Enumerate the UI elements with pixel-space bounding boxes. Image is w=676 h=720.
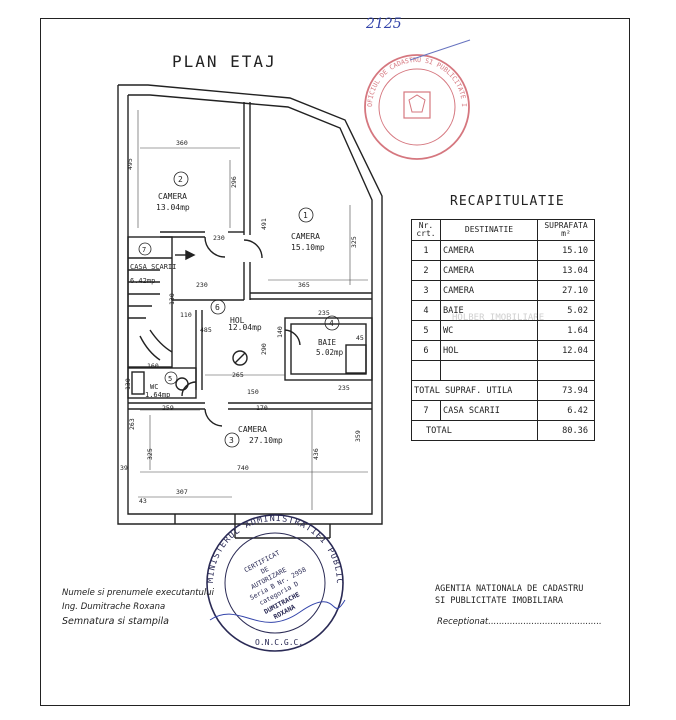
- svg-text:3: 3: [229, 436, 234, 445]
- engineer-name: Ing. Dumitrache Roxana: [62, 602, 166, 612]
- dim-label: 307: [176, 488, 188, 496]
- recap-title: RECAPITULATIE: [450, 194, 565, 209]
- dim-label: 140: [276, 326, 284, 338]
- svg-text:WC: WC: [150, 383, 158, 391]
- room-4-label: 4 BAIE 5.02mp: [316, 315, 344, 357]
- svg-text:6.42mp: 6.42mp: [130, 277, 155, 285]
- outer-wall: [117, 84, 383, 525]
- signature-label: Semnatura si stampila: [62, 616, 169, 627]
- dim-label: 265: [232, 371, 244, 379]
- svg-text:4: 4: [329, 319, 334, 328]
- svg-text:OFICIUL DE CADASTRU SI PUBLICI: OFICIUL DE CADASTRU SI PUBLICITATE IMOBI…: [0, 0, 468, 107]
- dim-label: 43: [139, 497, 147, 505]
- dim-label: 150: [247, 388, 259, 396]
- dim-label: 130: [124, 378, 132, 390]
- svg-text:15.10mp: 15.10mp: [291, 243, 325, 252]
- dim-label: 325: [146, 448, 154, 460]
- svg-text:CAMERA: CAMERA: [291, 232, 320, 241]
- dim-label: 110: [180, 311, 192, 319]
- dim-label: 259: [162, 404, 174, 412]
- dim-label: 39: [120, 464, 128, 472]
- dim-label: 170: [256, 404, 268, 412]
- svg-text:O.N.C.G.C.: O.N.C.G.C.: [255, 638, 303, 647]
- executant-label: Numele si prenumele executantului: [62, 588, 215, 598]
- dim-label: 235: [338, 384, 350, 392]
- svg-text:2: 2: [178, 175, 183, 184]
- dim-label: 235: [318, 309, 330, 317]
- dim-label: 230: [213, 234, 225, 242]
- plan-title: PLAN ETAJ: [172, 52, 277, 71]
- dim-label: 290: [260, 343, 268, 355]
- svg-text:CAMERA: CAMERA: [238, 425, 267, 434]
- dim-label: 130: [168, 293, 176, 305]
- svg-text:5: 5: [168, 375, 172, 383]
- dim-label: 160: [147, 362, 159, 370]
- room-5-label: 5 WC 1.64mp: [145, 371, 178, 399]
- room-1-label: 1 CAMERA 15.10mp: [291, 207, 325, 252]
- svg-text:7: 7: [142, 246, 146, 254]
- received-line: Receptionat.............................…: [437, 617, 602, 627]
- svg-text:CASA SCARII: CASA SCARII: [130, 263, 176, 271]
- dim-label: 230: [196, 281, 208, 289]
- dim-label: 491: [260, 218, 268, 230]
- room-7-label: 7 CASA SCARII 6.42mp: [130, 242, 176, 285]
- svg-text:5.02mp: 5.02mp: [316, 348, 344, 357]
- red-stamp: OFICIUL DE CADASTRU SI PUBLICITATE IMOBI…: [0, 0, 471, 160]
- agency-line2: SI PUBLICITATE IMOBILIARA: [435, 596, 563, 606]
- svg-text:1.64mp: 1.64mp: [145, 391, 170, 399]
- dim-label: 45: [356, 334, 364, 342]
- drawing-frame: [40, 18, 630, 706]
- handwritten-number: 2125: [366, 16, 402, 32]
- dim-label: 365: [298, 281, 310, 289]
- svg-text:12.04mp: 12.04mp: [228, 323, 262, 332]
- dim-label: 360: [176, 139, 188, 147]
- inner-wall: [127, 94, 373, 515]
- svg-text:27.10mp: 27.10mp: [249, 436, 283, 445]
- svg-text:HOL: HOL: [230, 316, 245, 325]
- dim-label: 359: [354, 430, 362, 442]
- svg-text:DE: DE: [259, 565, 270, 576]
- col-dest: DESTINATIE: [440, 219, 538, 241]
- dim-label: 485: [200, 326, 212, 334]
- svg-text:13.04mp: 13.04mp: [156, 203, 190, 212]
- dim-label: 325: [350, 236, 358, 248]
- table-row: [411, 360, 595, 381]
- room-3-label: 3 CAMERA 27.10mp: [224, 425, 283, 448]
- dim-label: 495: [126, 158, 134, 170]
- dim-label: 740: [237, 464, 249, 472]
- agency-line1: AGENTIA NATIONALA DE CADASTRU: [435, 584, 584, 594]
- dim-label: 436: [312, 448, 320, 460]
- svg-text:6: 6: [215, 303, 220, 312]
- room-2-label: 2 CAMERA 13.04mp: [156, 171, 190, 212]
- svg-text:BAIE: BAIE: [318, 338, 337, 347]
- svg-text:1: 1: [303, 211, 308, 220]
- svg-text:CAMERA: CAMERA: [158, 192, 187, 201]
- dim-label: 263: [128, 418, 136, 430]
- dim-label: 296: [230, 176, 238, 188]
- col-nr: Nr. crt.: [411, 219, 441, 241]
- room-6-label: 6 HOL 12.04mp: [210, 299, 262, 332]
